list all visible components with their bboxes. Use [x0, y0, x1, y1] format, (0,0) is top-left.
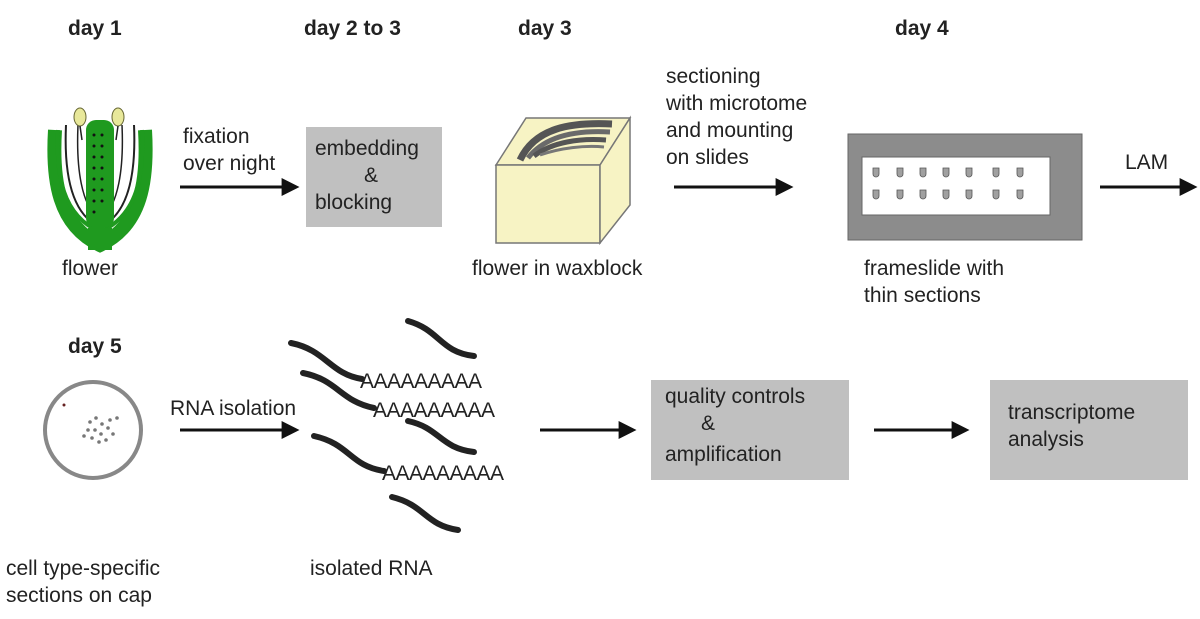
flower-illustration — [47, 107, 153, 253]
analysis-label: analysis — [1008, 428, 1084, 451]
quality-controls-label: quality controls — [665, 385, 806, 408]
sectioning-label-line-2: with microtome — [666, 92, 808, 115]
fixation-label-line-2: over night — [183, 152, 276, 175]
waxblock-label: flower in waxblock — [472, 257, 643, 280]
sectioning-label-line-1: sectioning — [666, 65, 761, 88]
isolated-rna-label: isolated RNA — [310, 557, 433, 580]
amplification-label: amplification — [665, 443, 782, 466]
rna-isolation-label: RNA isolation — [170, 397, 297, 420]
frameslide-label-line-1: frameslide with — [864, 257, 1005, 280]
day-3-label: day 3 — [518, 17, 572, 40]
lam-label: LAM — [1125, 151, 1169, 174]
blocking-label: blocking — [315, 191, 393, 214]
cap-label-line-2: sections on cap — [6, 584, 152, 607]
day-2-to-3-label: day 2 to 3 — [304, 17, 401, 40]
rna-strands — [288, 318, 477, 533]
frameslide-illustration — [847, 133, 1083, 241]
waxblock-illustration — [494, 115, 632, 246]
quality-controls-box: quality controls & amplification — [651, 380, 849, 480]
embedding-blocking-box: embedding & blocking — [306, 127, 442, 227]
cap-label-line-1: cell type-specific — [6, 557, 161, 580]
cap-illustration — [43, 380, 143, 480]
flower-label: flower — [62, 257, 119, 280]
polya-tail-1: AAAAAAAAA — [360, 370, 482, 393]
day-1-label: day 1 — [68, 17, 122, 40]
frameslide-label-line-2: thin sections — [864, 284, 981, 307]
quality-controls-ampersand: & — [701, 412, 716, 435]
transcriptome-label: transcriptome — [1008, 401, 1136, 424]
process-arrows — [180, 178, 1198, 439]
polya-tail-3: AAAAAAAAA — [382, 462, 504, 485]
fixation-label-line-1: fixation — [183, 125, 250, 148]
polya-tail-2: AAAAAAAAA — [373, 399, 495, 422]
embedding-ampersand: & — [364, 164, 379, 187]
transcriptome-analysis-box: transcriptome analysis — [990, 380, 1188, 480]
sectioning-label-line-3: and mounting — [666, 119, 794, 142]
sectioning-label-line-4: on slides — [666, 146, 749, 169]
embedding-label: embedding — [315, 137, 419, 160]
day-5-label: day 5 — [68, 335, 122, 358]
day-4-label: day 4 — [895, 17, 949, 40]
